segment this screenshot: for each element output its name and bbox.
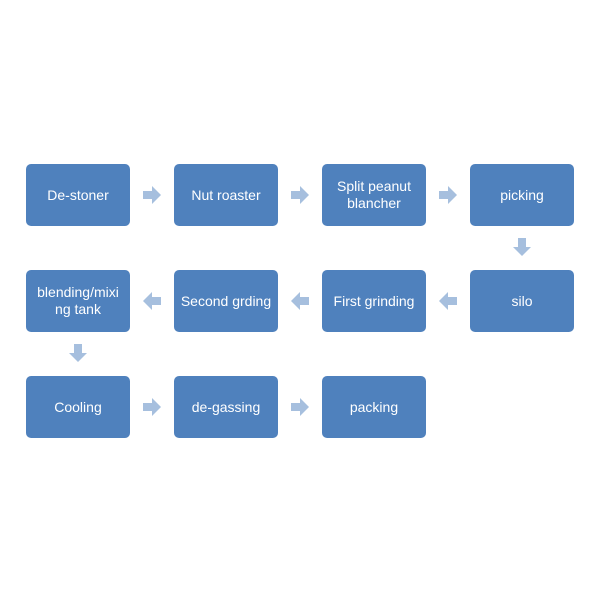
arrow-shape	[291, 292, 309, 310]
arrow-shape	[439, 292, 457, 310]
arrow-right-icon	[289, 184, 311, 206]
arrow-shape	[69, 344, 87, 362]
arrow-shape	[439, 186, 457, 204]
step-picking: picking	[470, 164, 574, 226]
arrow-shape	[291, 398, 309, 416]
arrow-left-icon	[437, 290, 459, 312]
step-cooling: Cooling	[26, 376, 130, 438]
arrow-shape	[513, 238, 531, 256]
step-split-peanut-blancher: Split peanut blancher	[322, 164, 426, 226]
step-blending-mixing-tank: blending/mixi ng tank	[26, 270, 130, 332]
arrow-shape	[291, 186, 309, 204]
step-first-grinding: First grinding	[322, 270, 426, 332]
step-nut-roaster: Nut roaster	[174, 164, 278, 226]
step-de-gassing: de-gassing	[174, 376, 278, 438]
step-silo: silo	[470, 270, 574, 332]
arrow-down-icon	[511, 236, 533, 258]
arrow-left-icon	[141, 290, 163, 312]
arrow-right-icon	[141, 184, 163, 206]
step-second-grinding: Second grding	[174, 270, 278, 332]
arrow-down-icon	[67, 342, 89, 364]
arrow-shape	[143, 292, 161, 310]
arrow-right-icon	[141, 396, 163, 418]
step-de-stoner: De-stoner	[26, 164, 130, 226]
step-packing: packing	[322, 376, 426, 438]
arrow-left-icon	[289, 290, 311, 312]
arrow-right-icon	[437, 184, 459, 206]
arrow-shape	[143, 398, 161, 416]
arrow-shape	[143, 186, 161, 204]
arrow-right-icon	[289, 396, 311, 418]
